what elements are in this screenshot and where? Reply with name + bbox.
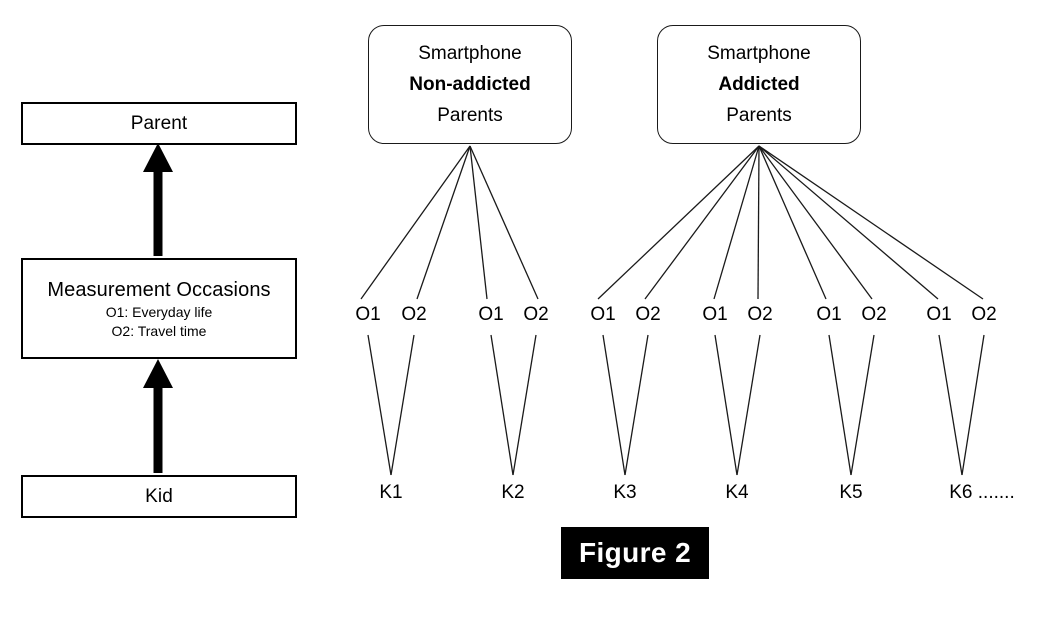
group-non-addicted-line-1: Smartphone: [418, 43, 522, 64]
group-addicted-line-2: Addicted: [718, 74, 800, 95]
edge-o1-k2: [490, 334, 514, 476]
kid-label-k3: K3: [613, 482, 637, 503]
group-non-addicted-line-3: Parents: [437, 105, 503, 126]
occasion-label-k2-o2: O2: [523, 304, 549, 325]
box-kid: Kid: [21, 475, 297, 518]
edge-addicted-o2-k5: [758, 145, 873, 300]
occasion-label-k6-o1: O1: [926, 304, 952, 325]
edge-nonaddicted-o2-k2: [469, 145, 539, 300]
occasion-label-k1-o2: O2: [401, 304, 427, 325]
edge-addicted-o1-k4: [713, 145, 760, 300]
edge-o2-k5: [850, 334, 875, 476]
edge-o1-k6: [938, 334, 963, 476]
occasion-to-kid-lines: [367, 334, 985, 476]
occasion-label-k1-o1: O1: [355, 304, 381, 325]
occasion-label-k2-o1: O1: [478, 304, 504, 325]
occasion-label-k4-o2: O2: [747, 304, 773, 325]
box-measurement-occasions-sub-1: O1: Everyday life: [105, 303, 213, 320]
box-measurement-occasions: Measurement Occasions O1: Everyday life …: [21, 258, 297, 359]
edge-o1-k1: [367, 334, 392, 476]
occasion-label-k3-o1: O1: [590, 304, 616, 325]
kid-label-k2: K2: [501, 482, 525, 503]
edge-addicted-o1-k5: [758, 145, 827, 300]
edge-o2-k3: [624, 334, 649, 476]
kid-label-k1: K1: [379, 482, 403, 503]
group-addicted-line-3: Parents: [726, 105, 792, 126]
arrow-kid-to-measurement: [143, 359, 173, 473]
edge-addicted-o1-k3: [597, 145, 760, 300]
edge-o1-k4: [714, 334, 738, 476]
edge-o2-k2: [512, 334, 537, 476]
occasion-label-k3-o2: O2: [635, 304, 661, 325]
edge-addicted-o2-k4: [757, 145, 760, 300]
edge-nonaddicted-o1-k2: [469, 145, 488, 300]
occasion-label-k6-o2: O2: [971, 304, 997, 325]
edge-addicted-o2-k6: [758, 145, 984, 300]
group-addicted-parents: Smartphone Addicted Parents: [657, 25, 861, 144]
group-non-addicted-parents: Smartphone Non-addicted Parents: [368, 25, 572, 144]
edge-nonaddicted-o2-k1: [416, 145, 471, 300]
edge-o2-k1: [390, 334, 415, 476]
figure-caption: Figure 2: [561, 527, 709, 579]
edge-o2-k6: [961, 334, 985, 476]
edge-o2-k4: [736, 334, 761, 476]
edge-o1-k5: [828, 334, 852, 476]
edge-addicted-o1-k6: [758, 145, 939, 300]
box-measurement-occasions-sub-2: O2: Travel time: [111, 322, 207, 339]
occasion-label-k5-o2: O2: [861, 304, 887, 325]
box-measurement-occasions-title: Measurement Occasions: [47, 278, 271, 301]
box-kid-title: Kid: [145, 485, 173, 507]
kid-label-k6: K6 .......: [949, 482, 1015, 503]
kid-label-k5: K5: [839, 482, 863, 503]
edge-nonaddicted-o1-k1: [360, 145, 471, 300]
group-addicted-line-1: Smartphone: [707, 43, 811, 64]
group-non-addicted-line-2: Non-addicted: [409, 74, 531, 95]
edge-o1-k3: [602, 334, 626, 476]
arrow-measurement-to-parent: [143, 143, 173, 256]
box-parent-title: Parent: [130, 112, 188, 134]
occasion-label-k5-o1: O1: [816, 304, 842, 325]
edge-addicted-o2-k3: [644, 145, 760, 300]
kid-label-k4: K4: [725, 482, 749, 503]
box-parent: Parent: [21, 102, 297, 145]
group-to-occasion-lines: [360, 145, 984, 300]
occasion-label-k4-o1: O1: [702, 304, 728, 325]
